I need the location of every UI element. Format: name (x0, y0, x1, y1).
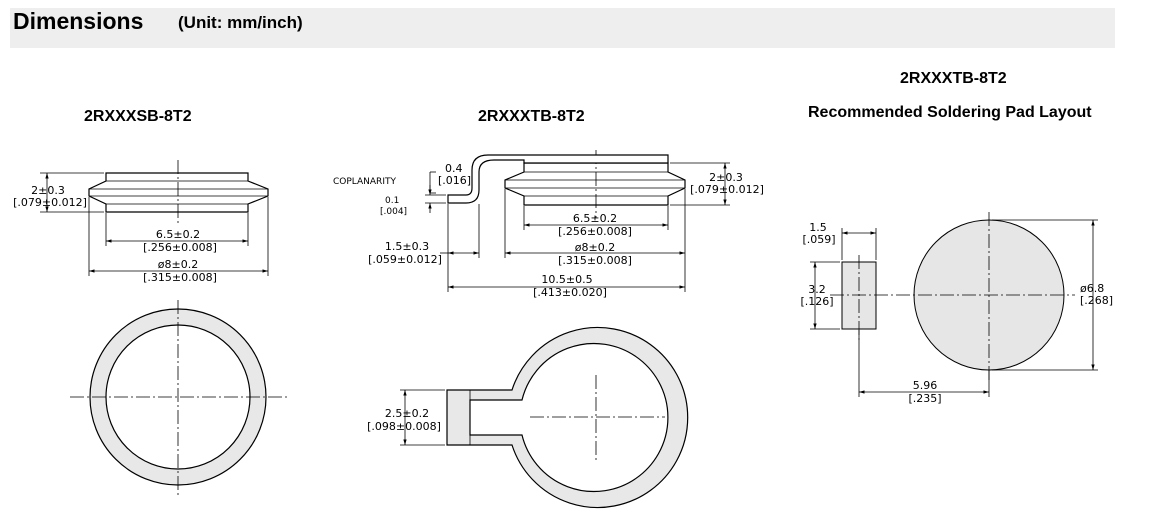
tb-dia-mm: ø8±0.2 (575, 241, 615, 254)
tb-height-mm: 2±0.3 (709, 171, 743, 184)
pad-w-in: [.059] (802, 233, 835, 246)
sb-top-view (70, 300, 290, 495)
tb-height-in: [.079±0.012] (690, 183, 764, 196)
pad-sep-in: [.235] (908, 392, 941, 405)
pad-h-mm: 3.2 (808, 283, 826, 296)
tb-tabw-in: [.059±0.012] (368, 253, 442, 266)
sb-cell-profile (88, 172, 269, 213)
page-title: Dimensions (13, 8, 144, 34)
pad-w-mm: 1.5 (809, 221, 827, 234)
sb-inner-mm: 6.5±0.2 (156, 228, 200, 241)
pad-dia-in: [.268] (1080, 294, 1113, 307)
header-bar (10, 8, 1115, 48)
tb-section-title: 2RXXXTB-8T2 (478, 108, 585, 125)
tb-side-view: COPLANARITY 0.4 [.016] 0.1 [.004] 2±0.3 … (333, 150, 764, 299)
sb-dia-in: [.315±0.008] (143, 271, 217, 284)
tb-len-in: [.413±0.020] (533, 286, 607, 299)
tb-inner-outline (469, 342, 669, 493)
sb-side-view: 2±0.3 [.079±0.012] 6.5±0.2 [.256±0.008] … (13, 160, 269, 284)
tb-dia-in: [.315±0.008] (558, 254, 632, 267)
tb-top-view: 2.5±0.2 [.098±0.008] (367, 326, 689, 509)
pad-dia-mm: ø6.8 (1080, 282, 1104, 295)
tb-copl-mm: 0.4 (445, 162, 463, 175)
tb-tab-in: [.004] (380, 207, 407, 217)
tb-len-mm: 10.5±0.5 (541, 273, 592, 286)
coplanarity-label: COPLANARITY (333, 177, 396, 187)
tb-inner-in: [.256±0.008] (558, 225, 632, 238)
pad-sep-mm: 5.96 (913, 379, 938, 392)
pad-layout: 1.5 [.059] 3.2 [.126] ø6.8 [.268] 5.96 [… (800, 212, 1113, 405)
pad-section-title: 2RXXXTB-8T2 (900, 70, 1007, 87)
unit-label: (Unit: mm/inch) (178, 13, 303, 32)
tb-cell-profile (504, 162, 686, 206)
tb-tab-profile (447, 154, 669, 204)
pad-h-in: [.126] (800, 295, 833, 308)
tb-inner-mm: 6.5±0.2 (573, 212, 617, 225)
tb-tabh-mm: 2.5±0.2 (385, 407, 429, 420)
tb-tabh-in: [.098±0.008] (367, 420, 441, 433)
tb-tab-mm: 0.1 (385, 196, 399, 206)
sb-height-in: [.079±0.012] (13, 196, 87, 209)
tb-tabw-mm: 1.5±0.3 (385, 240, 429, 253)
sb-dia-mm: ø8±0.2 (158, 258, 198, 271)
sb-section-title: 2RXXXSB-8T2 (84, 108, 192, 125)
tb-copl-in: [.016] (438, 174, 471, 187)
sb-inner-in: [.256±0.008] (143, 241, 217, 254)
pad-section-subtitle: Recommended Soldering Pad Layout (808, 104, 1092, 121)
sb-height-mm: 2±0.3 (31, 184, 65, 197)
